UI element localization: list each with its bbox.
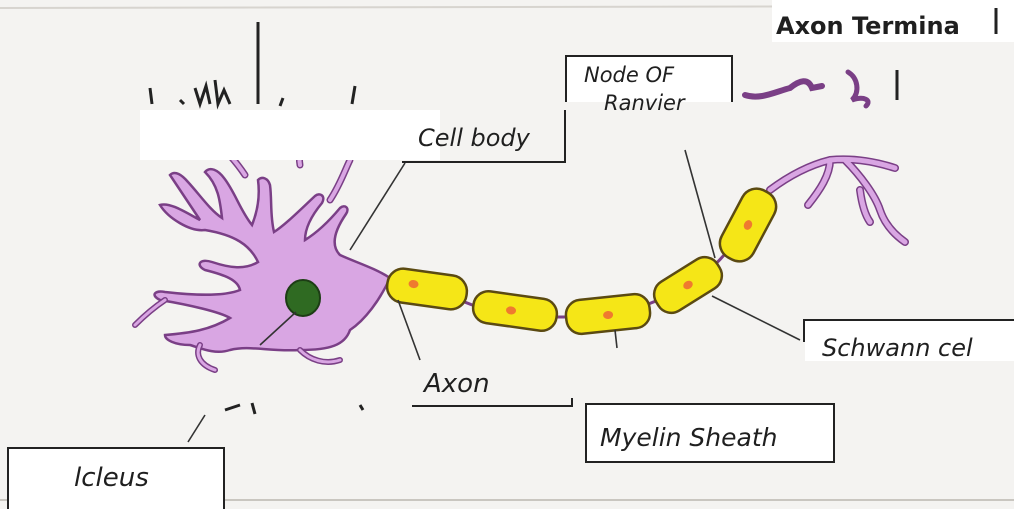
label-myelin-sheath: Myelin Sheath bbox=[600, 423, 778, 452]
myelin-segment-1 bbox=[385, 267, 469, 312]
nucleus-shape bbox=[286, 280, 320, 316]
label-node-of-ranvier-line2: Ranvier bbox=[604, 91, 686, 115]
paper-gap bbox=[140, 110, 440, 160]
myelin-segments bbox=[385, 183, 782, 335]
label-cell-body: Cell body bbox=[418, 124, 531, 152]
sketch-marks-top bbox=[150, 22, 355, 106]
leader-node-of-ranvier bbox=[685, 150, 715, 258]
leader-myelin-sheath bbox=[615, 330, 617, 348]
label-axon: Axon bbox=[422, 369, 490, 399]
leader-axon bbox=[398, 300, 420, 360]
soma bbox=[155, 169, 390, 352]
label-nucleus: lcleus bbox=[74, 463, 149, 493]
leader-nucleus-lower bbox=[188, 415, 205, 442]
leader-schwann-cell bbox=[712, 296, 800, 340]
myelin-segment-5 bbox=[714, 183, 781, 267]
cell-body-shape bbox=[135, 140, 390, 370]
sketch-marks-bottom bbox=[225, 403, 363, 414]
axon-box bbox=[412, 398, 572, 406]
myelin-segment-4 bbox=[648, 252, 727, 319]
leader-cell-body bbox=[350, 163, 405, 250]
label-axon-terminal: Axon Termina bbox=[776, 12, 960, 40]
myelin-segment-3 bbox=[564, 293, 651, 336]
myelin-segment-2 bbox=[471, 289, 559, 332]
label-schwann-cell: Schwann cel bbox=[822, 334, 973, 362]
label-node-of-ranvier-line1: Node OF bbox=[584, 63, 675, 87]
